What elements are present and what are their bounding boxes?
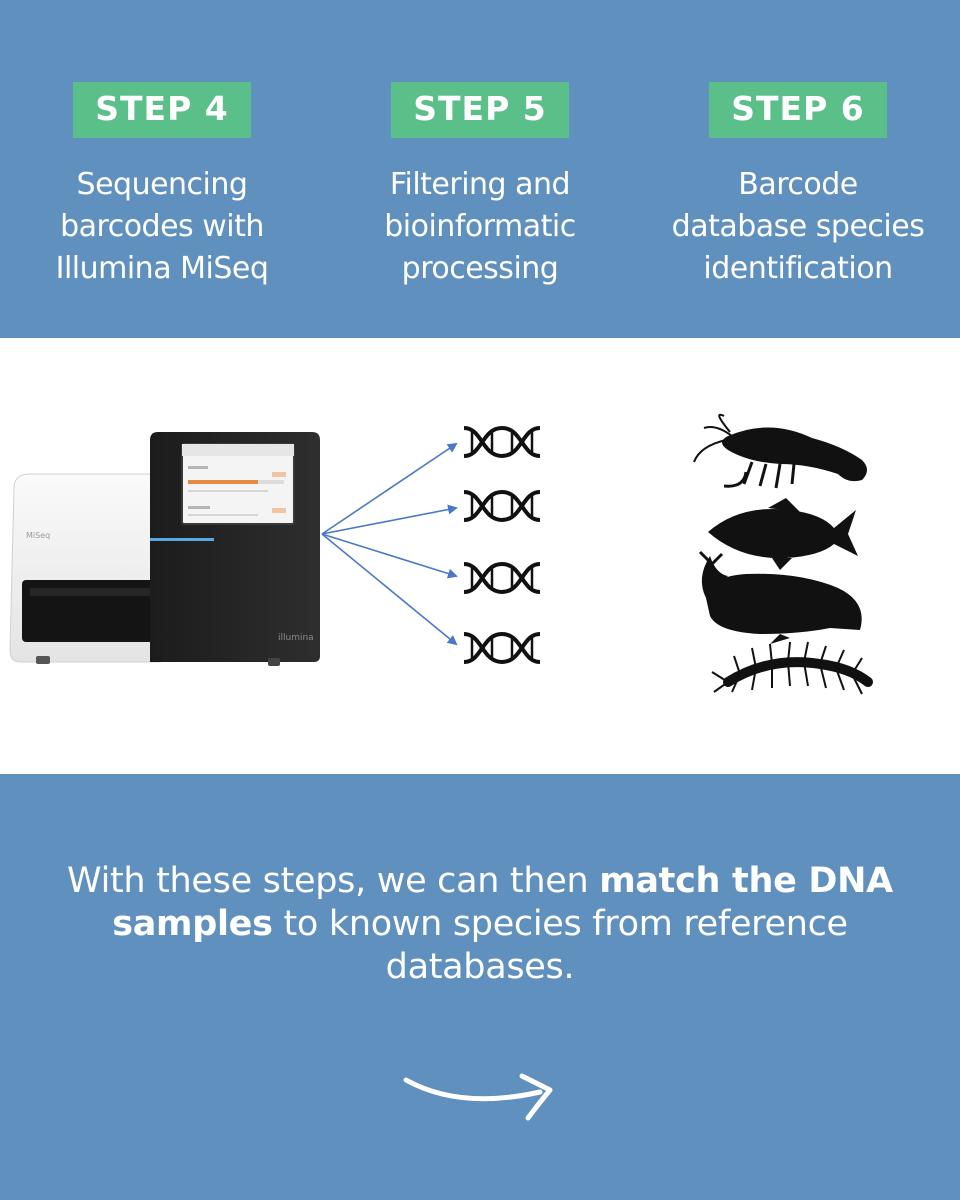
next-arrow-icon[interactable] <box>400 1070 560 1130</box>
step-description: Barcode database species identification <box>638 164 958 290</box>
step-description: Filtering and bioinformatic processing <box>320 164 640 290</box>
dna-icon <box>463 425 541 459</box>
step-5: STEP 5 Filtering and bioinformatic proce… <box>320 82 640 290</box>
step-badge: STEP 6 <box>709 82 887 138</box>
step-description-line: Sequencing <box>76 167 248 202</box>
fanout-arrows <box>321 442 458 646</box>
step-description-line: Barcode <box>738 167 858 202</box>
illustration-panel: MiSeq illumina <box>0 338 960 774</box>
shrimp-icon <box>693 413 867 489</box>
device-model-label: MiSeq <box>26 531 50 540</box>
step-6: STEP 6 Barcode database species identifi… <box>638 82 958 290</box>
dna-icon <box>463 631 541 665</box>
dna-icon <box>463 489 541 523</box>
summary-emphasis: match the DNA samples <box>112 861 893 944</box>
whale-icon <box>698 550 862 644</box>
step-4: STEP 4 Sequencing barcodes with Illumina… <box>2 82 322 290</box>
step-description-line: processing <box>401 251 559 286</box>
summary-part-1: With these steps, we can then <box>67 861 600 901</box>
step-description-line: Illumina MiSeq <box>55 251 269 286</box>
centipede-icon <box>711 641 873 695</box>
step-description-line: barcodes with <box>60 209 264 244</box>
device-brand-label: illumina <box>278 633 314 643</box>
step-description-line: bioinformatic <box>384 209 576 244</box>
step-description-line: Filtering and <box>389 167 571 202</box>
fish-icon <box>708 498 858 570</box>
step-description: Sequencing barcodes with Illumina MiSeq <box>2 164 322 290</box>
steps-header: STEP 4 Sequencing barcodes with Illumina… <box>0 0 960 338</box>
dna-icon <box>463 561 541 595</box>
step-description-line: database species <box>671 209 925 244</box>
summary-part-2: to known species from reference database… <box>272 904 848 987</box>
illustration-canvas: MiSeq illumina <box>9 413 873 695</box>
step-description-line: identification <box>703 251 893 286</box>
step-badge: STEP 5 <box>391 82 569 138</box>
step-badge: STEP 4 <box>73 82 251 138</box>
miseq-sequencer-icon: MiSeq illumina <box>9 432 320 666</box>
summary-panel: With these steps, we can then match the … <box>0 774 960 1200</box>
summary-text: With these steps, we can then match the … <box>60 860 900 989</box>
